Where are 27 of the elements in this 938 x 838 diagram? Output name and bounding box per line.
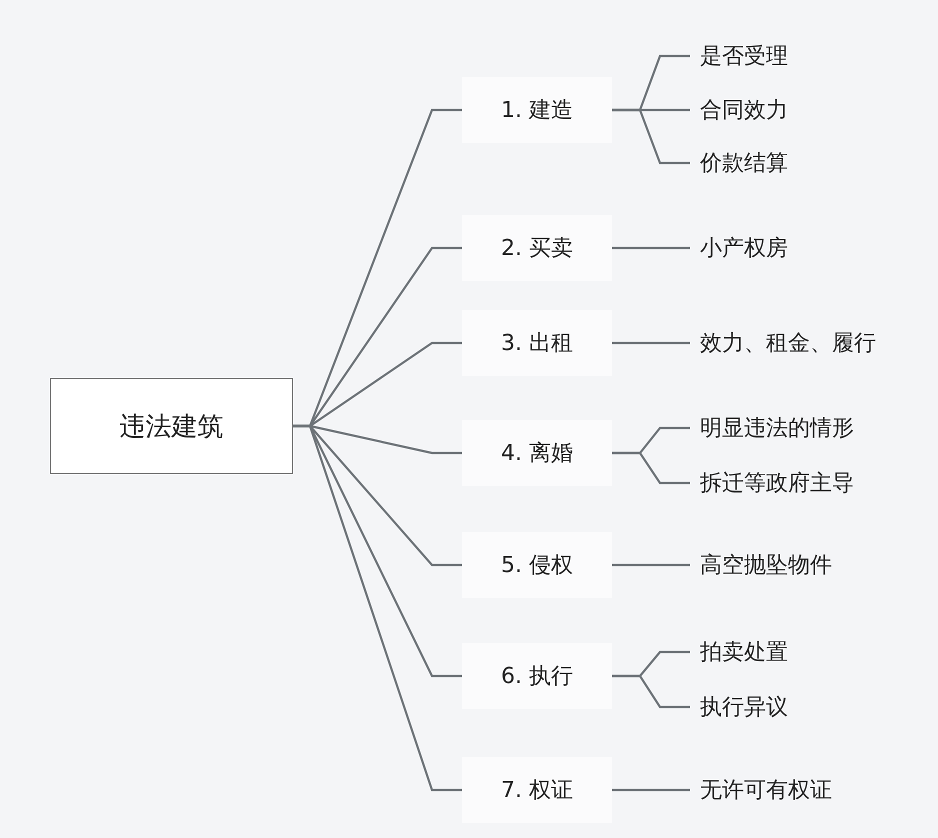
connector-line xyxy=(612,246,690,250)
branch-box: 1. 建造 xyxy=(462,77,612,143)
leaf-label: 明显违法的情形 xyxy=(690,413,854,443)
leaf-label: 效力、租金、履行 xyxy=(690,328,876,358)
branch-box: 3. 出租 xyxy=(462,310,612,376)
leaf-label: 价款结算 xyxy=(690,148,788,178)
connector-line xyxy=(293,424,462,792)
leaf-label: 无许可有权证 xyxy=(690,775,832,805)
leaf-label: 高空抛坠物件 xyxy=(690,550,832,580)
branch-box: 6. 执行 xyxy=(462,643,612,709)
leaf-label: 是否受理 xyxy=(690,41,788,71)
branch-box: 5. 侵权 xyxy=(462,532,612,598)
connector-line xyxy=(612,788,690,792)
connector-line xyxy=(612,674,690,708)
leaf-label: 执行异议 xyxy=(690,692,788,722)
connector-line xyxy=(612,452,690,484)
leaf-label: 拆迁等政府主导 xyxy=(690,468,854,498)
leaf-label: 拍卖处置 xyxy=(690,637,788,667)
connector-line xyxy=(612,564,690,566)
branch-box: 4. 离婚 xyxy=(462,420,612,486)
connector-line xyxy=(612,342,690,344)
branch-box: 7. 权证 xyxy=(462,757,612,823)
leaf-label: 小产权房 xyxy=(690,233,788,263)
leaf-label: 合同效力 xyxy=(690,95,788,125)
connector-line xyxy=(612,108,690,164)
topic-box: 违法建筑 xyxy=(50,378,293,474)
branch-box: 2. 买卖 xyxy=(462,215,612,281)
